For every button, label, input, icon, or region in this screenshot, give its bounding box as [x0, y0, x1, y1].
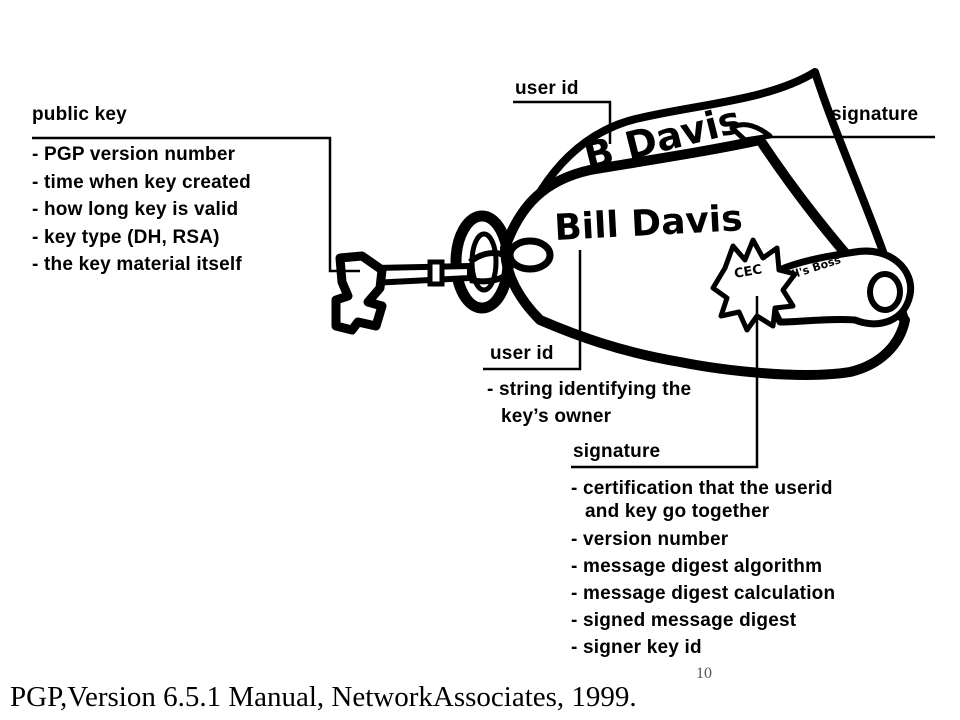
list-item: - how long key is valid	[32, 199, 239, 220]
list-item: key’s owner	[501, 406, 612, 427]
list-item: - the key material itself	[32, 254, 242, 275]
connector-lines	[32, 100, 935, 469]
top-user-id-label: user id	[515, 78, 579, 99]
list-item: - key type (DH, RSA)	[32, 226, 220, 248]
tag-eyelet	[506, 237, 554, 273]
bottom-signature-connector	[571, 296, 759, 469]
key-ring	[450, 210, 514, 314]
citation: PGP,Version 6.5.1 Manual, NetworkAssocia…	[10, 681, 637, 713]
user-id-list: - string identifying the key’s owner	[487, 376, 691, 430]
key-icon	[331, 250, 514, 335]
list-item: and key go together	[585, 501, 770, 522]
seal-text: CEC	[733, 262, 763, 282]
signature-seal-icon: CEC	[710, 237, 798, 333]
top-user-id-connector	[513, 100, 612, 144]
front-tag-name-text: Bill Davis	[553, 198, 743, 249]
public-key-connector	[32, 136, 360, 273]
list-item: - certification that the userid	[571, 478, 833, 499]
top-signature-label: signature	[831, 104, 919, 125]
page-number: 10	[696, 665, 712, 682]
list-item: - signed message digest	[571, 610, 797, 631]
list-item: - string identifying the	[487, 379, 692, 400]
public-key-list: - PGP version number - time when key cre…	[32, 141, 251, 279]
signature-heading: signature	[573, 441, 661, 462]
list-item: - message digest algorithm	[571, 556, 823, 577]
list-item: - message digest calculation	[571, 583, 836, 604]
public-key-heading: public key	[32, 104, 127, 125]
list-item: - signer key id	[571, 637, 702, 658]
list-item: - time when key created	[32, 171, 251, 193]
signature-list: - certification that the userid and key …	[571, 475, 835, 661]
boss-tag: Bill's Boss	[767, 247, 915, 328]
bottom-user-id-connector	[483, 250, 582, 371]
list-item: - PGP version number	[32, 144, 236, 165]
list-item: - version number	[571, 529, 729, 550]
user-id-heading: user id	[490, 343, 554, 364]
